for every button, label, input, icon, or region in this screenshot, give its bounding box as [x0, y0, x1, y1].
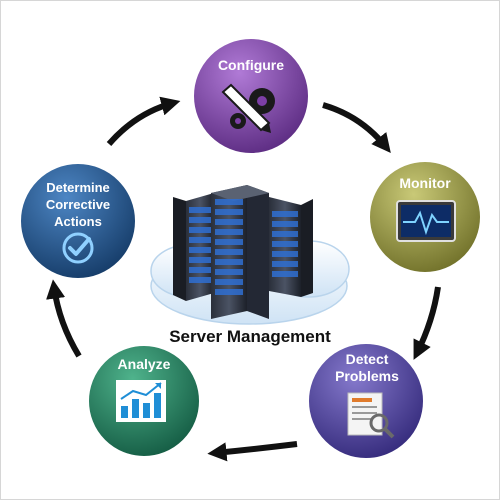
- server-drive-slot: [215, 259, 243, 265]
- server-drive-slot: [215, 229, 243, 235]
- node-determine-label-line1: Determine: [46, 180, 110, 195]
- node-determine-label-line2: Corrective: [46, 197, 110, 212]
- server-drive-slot: [272, 221, 298, 227]
- server-drive-slot: [215, 279, 243, 285]
- server-drive-slot: [189, 237, 211, 243]
- node-determine-corrective-actions[interactable]: Determine Corrective Actions: [19, 162, 137, 280]
- server-cloud-illustration: [150, 185, 350, 325]
- node-monitor[interactable]: Monitor: [368, 160, 482, 274]
- server-drive-slot: [189, 267, 211, 273]
- center-title: Server Management: [169, 327, 331, 346]
- node-analyze[interactable]: Analyze: [87, 344, 201, 458]
- server-drive-slot: [189, 257, 211, 263]
- server-drive-slot: [215, 209, 243, 215]
- server-drive-slot: [189, 217, 211, 223]
- pencil-gear-icon: [221, 83, 275, 133]
- server-drive-slot: [272, 251, 298, 257]
- server-drive-slot: [272, 211, 298, 217]
- heartbeat-monitor-icon: [396, 200, 456, 242]
- bar-chart-icon: [116, 380, 166, 422]
- server-drive-slot: [189, 277, 211, 283]
- node-monitor-label: Monitor: [399, 175, 451, 191]
- arrow-monitor-to-detect: [413, 286, 441, 360]
- arrow-detect-to-analyze: [207, 441, 298, 462]
- server-drive-slot: [189, 227, 211, 233]
- node-determine-label-line3: Actions: [54, 214, 102, 229]
- node-detect-label-line1: Detect: [346, 351, 389, 367]
- server-drive-slot: [189, 247, 211, 253]
- server-drive-slot: [272, 241, 298, 247]
- arrow-analyze-to-determine: [46, 279, 82, 358]
- server-drive-slot: [215, 269, 243, 275]
- server-drive-slots: [189, 199, 298, 295]
- server-drive-slot: [189, 207, 211, 213]
- node-configure[interactable]: Configure: [192, 37, 310, 155]
- arrow-configure-to-monitor: [322, 102, 391, 153]
- node-configure-label: Configure: [218, 57, 284, 73]
- cycle-arrows: [46, 96, 441, 462]
- node-detect-label-line2: Problems: [335, 368, 399, 384]
- server-drive-slot: [215, 219, 243, 225]
- server-drive-slot: [215, 289, 243, 295]
- server-drive-slot: [272, 271, 298, 277]
- arrow-determine-to-configure: [106, 96, 181, 146]
- server-rack-center: [211, 185, 269, 319]
- server-drive-slot: [215, 249, 243, 255]
- server-drive-slot: [272, 231, 298, 237]
- node-detect-problems[interactable]: Detect Problems: [307, 342, 425, 460]
- document-search-icon: [347, 392, 395, 439]
- node-analyze-label: Analyze: [118, 356, 171, 372]
- server-drive-slot: [272, 261, 298, 267]
- checkmark-icon: [62, 232, 94, 264]
- server-drive-slot: [215, 239, 243, 245]
- server-drive-slot: [215, 199, 243, 205]
